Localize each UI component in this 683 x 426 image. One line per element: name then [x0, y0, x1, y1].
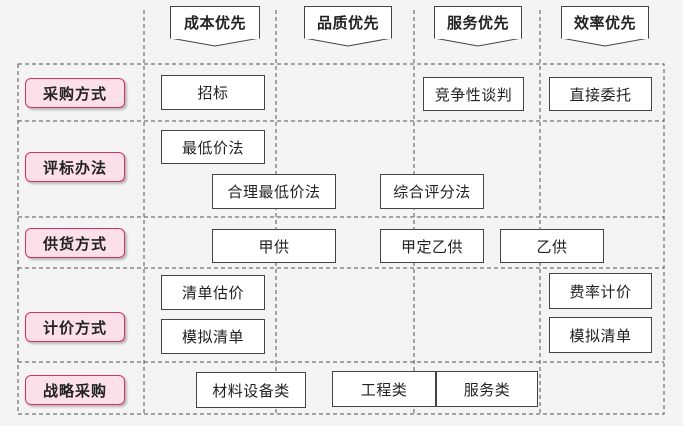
cell-owner-supply: 甲供 — [212, 229, 336, 263]
header-arrow-point — [433, 37, 523, 47]
cell-comprehensive-score: 综合评分法 — [380, 174, 484, 209]
cell-lowest-price: 最低价法 — [161, 130, 265, 164]
header-arrow-point — [303, 37, 393, 47]
cell-contractor-supply: 乙供 — [500, 229, 604, 263]
row-label-evaluation-method: 评标办法 — [25, 152, 125, 182]
cell-tender: 招标 — [161, 75, 265, 110]
cell-services: 服务类 — [436, 371, 538, 407]
row-label-pricing-method: 计价方式 — [25, 312, 125, 342]
cell-materials-equipment: 材料设备类 — [196, 372, 306, 408]
cell-owner-designated-contractor-supply: 甲定乙供 — [380, 229, 484, 263]
row-label-strategic-procurement: 战略采购 — [25, 375, 125, 405]
row-label-procurement-method: 采购方式 — [25, 78, 125, 108]
cell-engineering: 工程类 — [332, 371, 436, 407]
column-header-quality: 品质优先 — [304, 6, 392, 38]
cell-competitive-negotiation: 竞争性谈判 — [423, 77, 524, 111]
outer-frame — [17, 63, 665, 415]
cell-rate-pricing: 费率计价 — [549, 273, 652, 309]
cell-reasonable-lowest-price: 合理最低价法 — [212, 174, 336, 209]
header-arrow-point — [169, 37, 261, 47]
column-header-service: 服务优先 — [434, 6, 522, 38]
cell-bill-estimate: 清单估价 — [161, 275, 265, 310]
row-label-supply-method: 供货方式 — [25, 228, 125, 258]
header-arrow-point — [560, 37, 650, 47]
cell-direct-commission: 直接委托 — [549, 77, 652, 111]
cell-simulated-bill-left: 模拟清单 — [161, 319, 265, 354]
cell-simulated-bill-right: 模拟清单 — [549, 317, 652, 353]
column-header-cost: 成本优先 — [170, 6, 260, 38]
column-header-efficiency: 效率优先 — [561, 6, 649, 38]
